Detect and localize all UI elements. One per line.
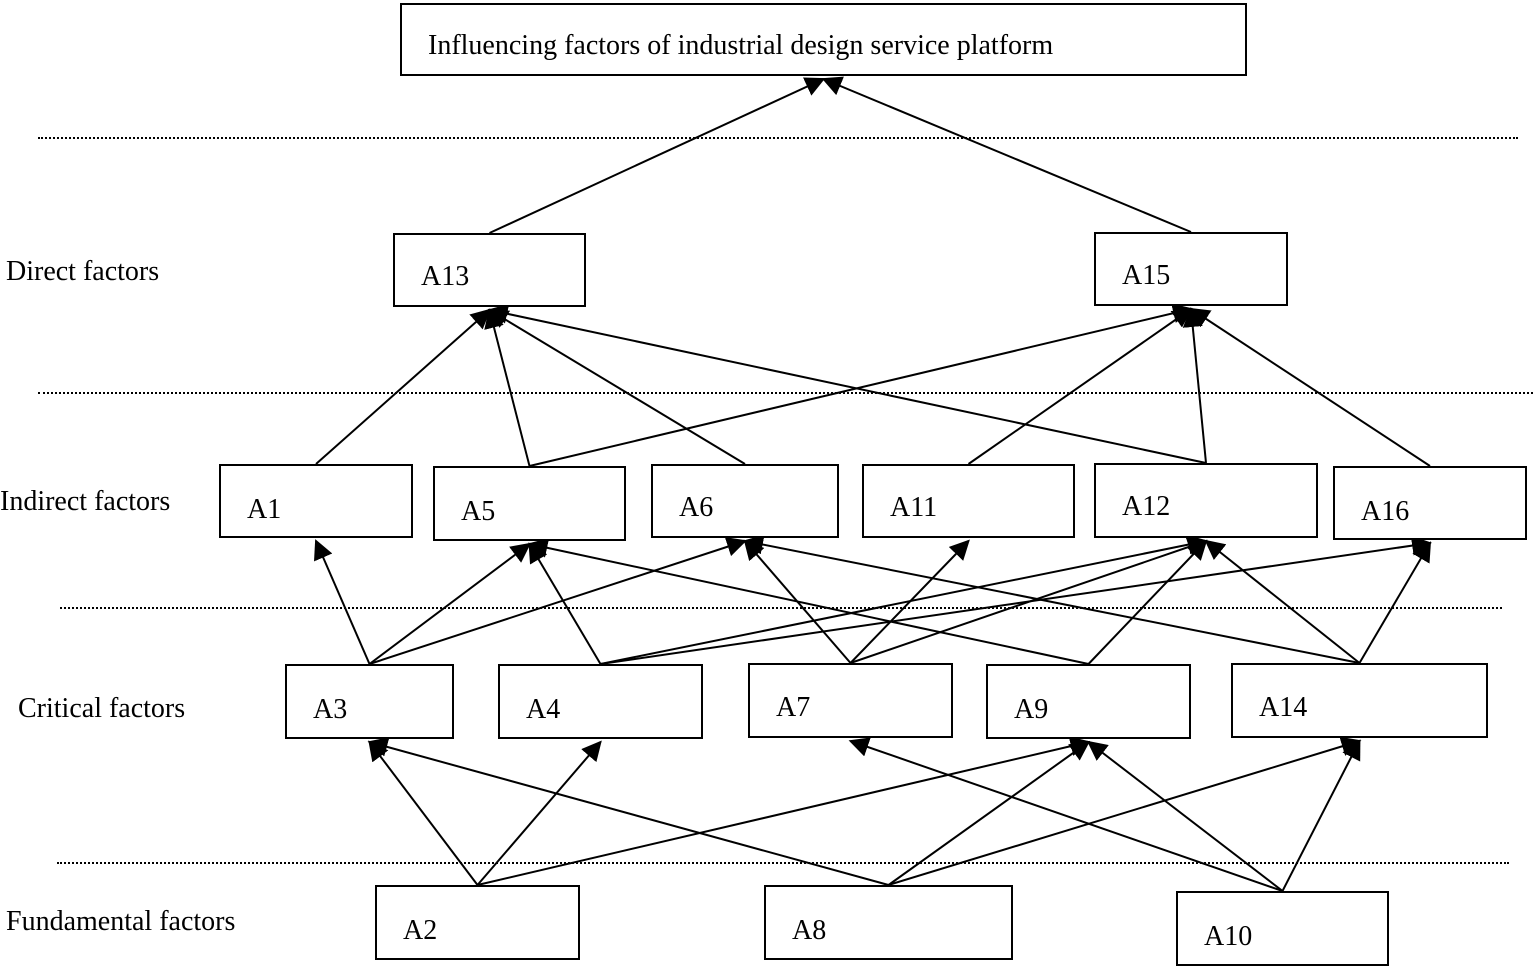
- node-a8-label: A8: [792, 915, 827, 946]
- node-a2-label: A2: [403, 915, 438, 946]
- node-a7-label: A7: [776, 692, 811, 723]
- separator-line: [38, 392, 1533, 394]
- edge-a4-to-a12: [600, 534, 1208, 665]
- edge-a14-to-a6: [743, 534, 1360, 664]
- node-a6-label: A6: [679, 492, 714, 523]
- edge-a9-to-a5: [527, 538, 1089, 665]
- edge-a7-to-a12: [850, 537, 1208, 664]
- edge-a4-to-a16: [600, 535, 1432, 665]
- edge-a13-to-title: [489, 77, 826, 234]
- goal-title: Influencing factors of industrial design…: [428, 30, 1054, 61]
- node-a5: A5: [433, 466, 626, 541]
- edge-a8-to-a14: [888, 736, 1362, 886]
- edge-a10-to-a14: [1281, 739, 1361, 892]
- edge-a14-to-a12: [1204, 539, 1361, 664]
- node-a16: A16: [1333, 466, 1527, 540]
- node-a1: A1: [219, 464, 413, 538]
- edge-a11-to-a15: [967, 307, 1193, 465]
- edge-a3-to-a5: [368, 542, 532, 665]
- node-a11-label: A11: [890, 492, 938, 523]
- edge-a6-to-a13: [487, 308, 746, 465]
- edge-a2-to-a9: [477, 736, 1091, 886]
- edge-a15-to-title: [821, 76, 1192, 233]
- node-a16-label: A16: [1361, 496, 1410, 527]
- node-a4-label: A4: [526, 694, 561, 725]
- node-a15: A15: [1094, 232, 1288, 306]
- node-a6: A6: [651, 464, 839, 538]
- edge-a4-to-a5: [528, 542, 602, 665]
- edge-a3-to-a1: [314, 539, 371, 665]
- separator-line: [57, 862, 1509, 864]
- level-label-fundamental: Fundamental factors: [6, 906, 236, 937]
- level-label-critical: Critical factors: [18, 693, 186, 724]
- node-a1-label: A1: [247, 494, 282, 525]
- edge-a8-to-a9: [887, 740, 1091, 886]
- node-a3: A3: [285, 664, 454, 739]
- node-a9-label: A9: [1014, 694, 1049, 725]
- node-a2: A2: [375, 885, 580, 960]
- node-a3-label: A3: [313, 694, 348, 725]
- node-a9: A9: [986, 664, 1191, 739]
- edge-a10-to-a7: [848, 737, 1283, 892]
- node-a10-label: A10: [1204, 921, 1253, 952]
- edge-a7-to-a11: [849, 539, 970, 664]
- edge-a9-to-a12: [1087, 539, 1208, 665]
- edge-a2-to-a4: [476, 740, 602, 886]
- goal-box: Influencing factors of industrial design…: [400, 3, 1247, 76]
- node-a15-label: A15: [1122, 260, 1171, 291]
- edge-a8-to-a3: [367, 737, 889, 886]
- node-a13-label: A13: [421, 261, 470, 292]
- node-a11: A11: [862, 464, 1075, 538]
- node-a12: A12: [1094, 463, 1318, 538]
- node-a4: A4: [498, 664, 703, 739]
- node-a10: A10: [1176, 891, 1389, 966]
- edge-a12-to-a15: [1182, 307, 1207, 464]
- node-a14: A14: [1231, 663, 1488, 738]
- edge-a5-to-a15: [529, 303, 1193, 467]
- node-a12-label: A12: [1122, 491, 1171, 522]
- node-a13: A13: [393, 233, 586, 307]
- edge-a1-to-a13: [315, 308, 491, 465]
- edge-a5-to-a13: [484, 308, 531, 467]
- edge-a10-to-a9: [1086, 740, 1284, 892]
- node-a7: A7: [748, 663, 953, 738]
- edge-a16-to-a15: [1189, 307, 1431, 467]
- node-a5-label: A5: [461, 496, 496, 527]
- node-a8: A8: [764, 885, 1013, 960]
- edge-a2-to-a3: [368, 740, 479, 886]
- level-label-indirect: Indirect factors: [0, 486, 171, 517]
- separator-line: [38, 137, 1518, 139]
- node-a14-label: A14: [1259, 692, 1308, 723]
- level-label-direct: Direct factors: [6, 256, 160, 287]
- edge-a14-to-a16: [1358, 541, 1432, 664]
- separator-line: [60, 607, 1502, 609]
- edge-a3-to-a6: [369, 537, 747, 665]
- edge-a12-to-a13: [487, 303, 1207, 464]
